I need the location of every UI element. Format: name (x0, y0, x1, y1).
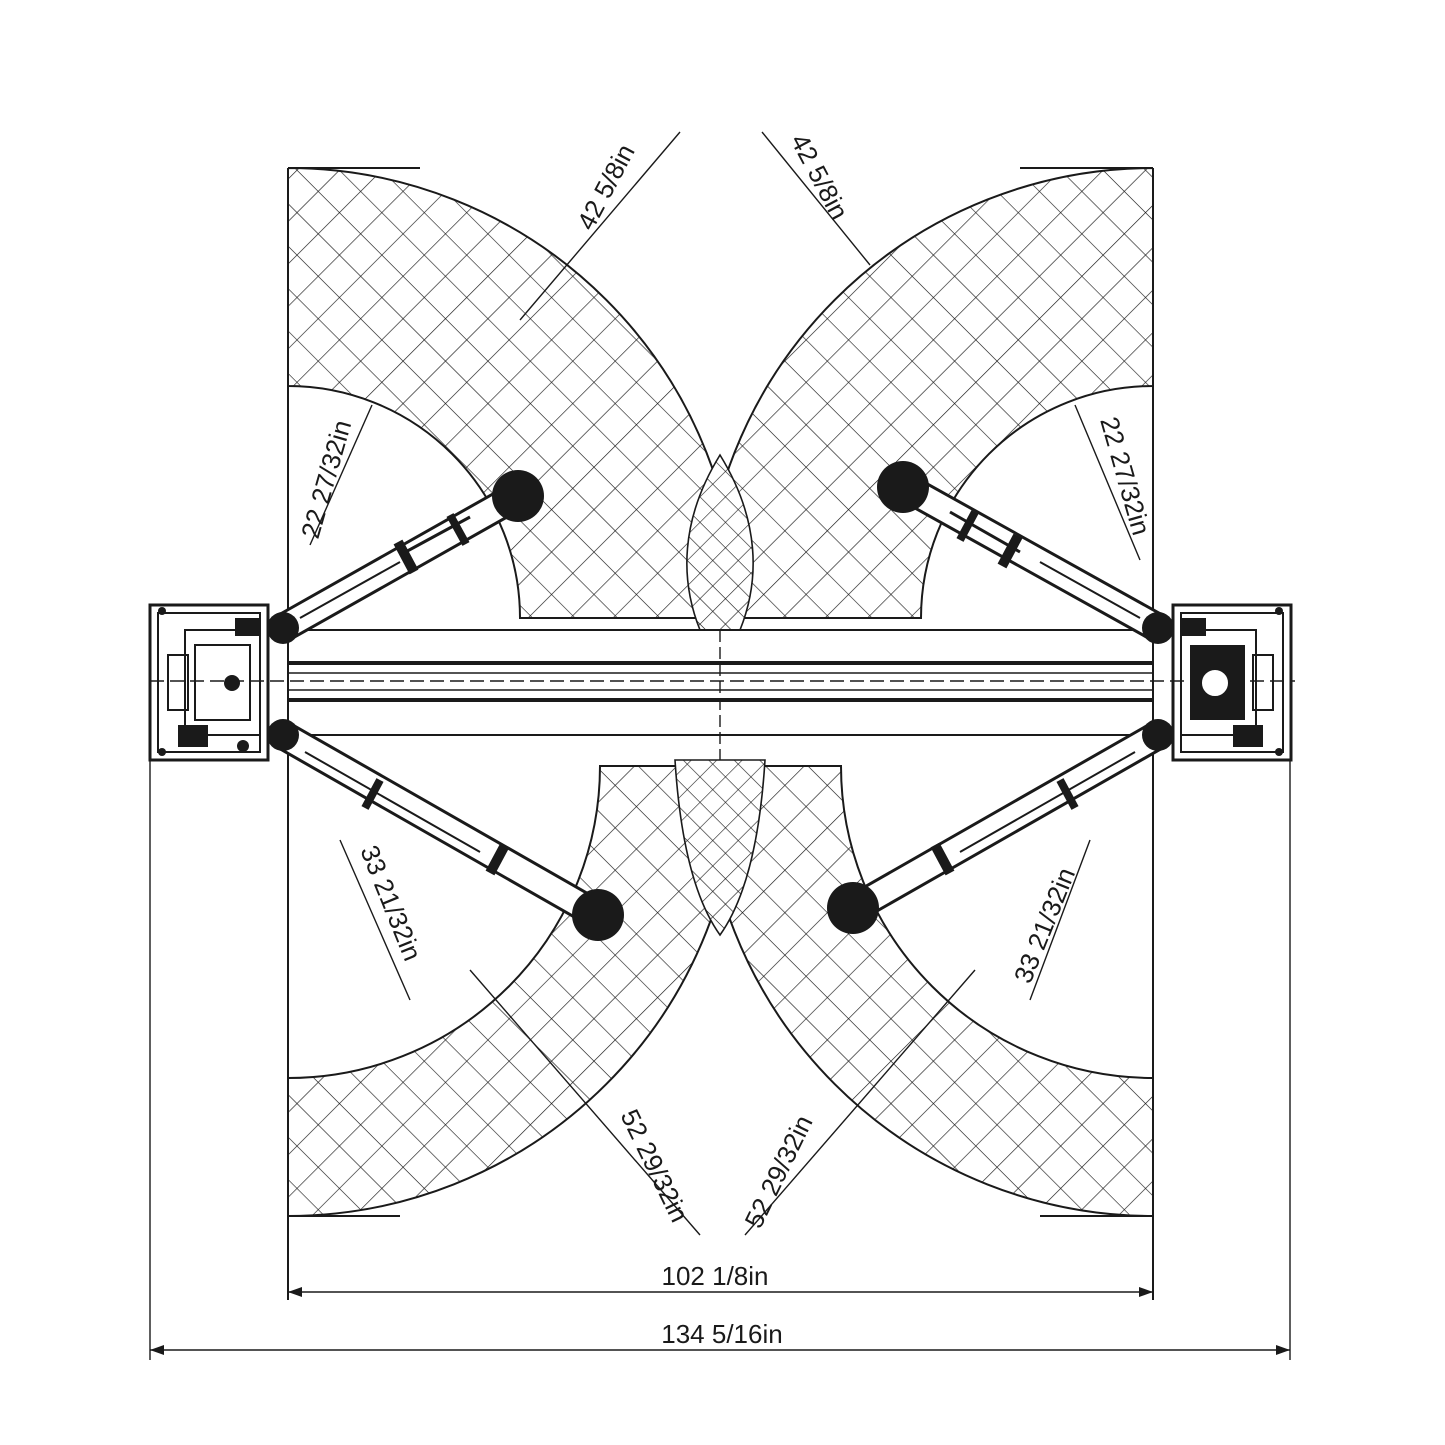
label-long-arm-left: 52 29/32in (615, 1104, 695, 1226)
label-arm-swing-top-right: 42 5/8in (785, 129, 855, 225)
label-short-arm-right: 22 27/32in (1094, 413, 1156, 538)
arm-bottom-left (267, 719, 624, 941)
label-mid-arm-right: 33 21/32in (1008, 863, 1081, 987)
swing-zone-top-right (701, 168, 1153, 619)
label-short-arm-left: 22 27/32in (295, 417, 357, 542)
label-overall-width: 134 5/16in (661, 1319, 782, 1349)
lift-pad-top-right (877, 461, 929, 513)
swing-zone-bottom-left (288, 765, 740, 1216)
label-mid-arm-left: 33 21/32in (354, 841, 427, 965)
label-long-arm-right: 52 29/32in (738, 1110, 818, 1232)
swing-zone-bottom-right (701, 765, 1153, 1216)
lift-pad-bottom-right (827, 882, 879, 934)
swing-zone-top-left (288, 168, 740, 619)
lift-pad-bottom-left (572, 889, 624, 941)
arm-top-left (267, 470, 544, 644)
width-dimension-lines (149, 760, 1291, 1360)
swing-zones (288, 168, 1153, 1216)
leader-lines (309, 131, 1141, 1236)
label-arm-swing-top-left: 42 5/8in (571, 139, 641, 235)
arm-bottom-right (827, 719, 1174, 934)
overlap-bottom (674, 759, 766, 937)
arm-top-right (877, 461, 1174, 644)
lift-pad-top-left (492, 470, 544, 522)
right-column (1171, 603, 1293, 762)
label-inner-width: 102 1/8in (662, 1261, 769, 1291)
left-column (148, 603, 270, 762)
